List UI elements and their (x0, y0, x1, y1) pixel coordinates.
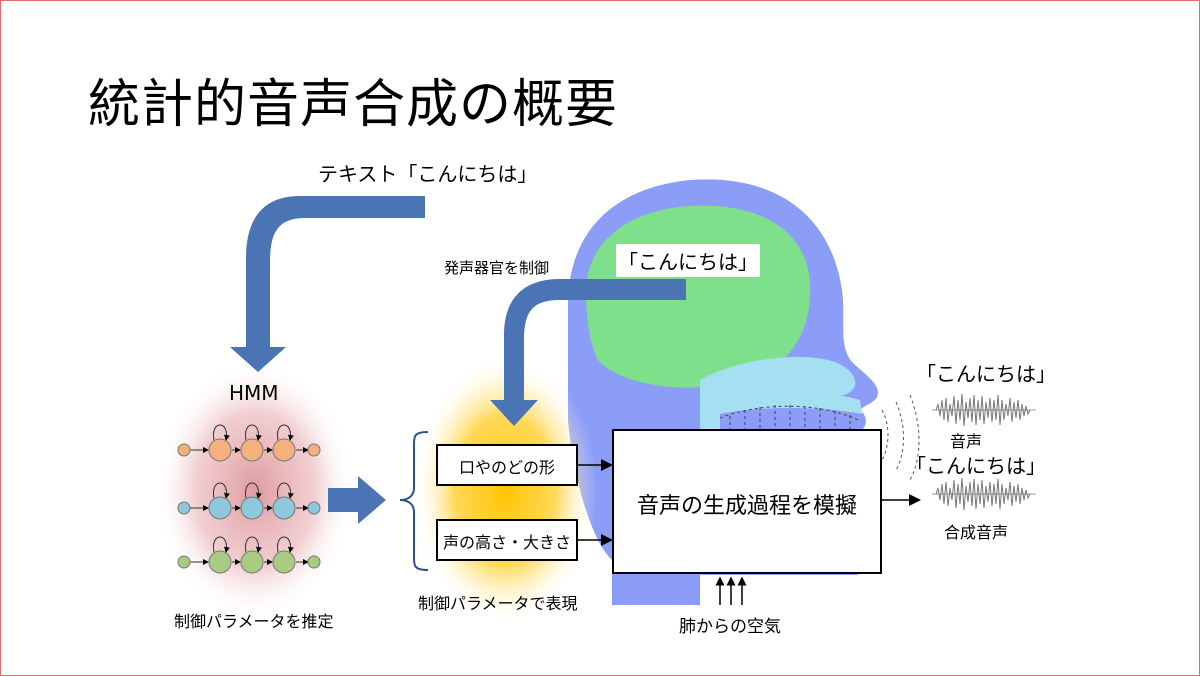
hmm-nodes (177, 438, 321, 574)
process-box (612, 429, 882, 574)
param-caption: 制御パラメータで表現 (418, 594, 578, 613)
param-bracket (399, 431, 429, 571)
speech-text-label: 「こんにちは」 (916, 362, 1056, 386)
slide-title: 統計的音声合成の概要 (88, 75, 619, 135)
hmm-node (272, 496, 296, 520)
hmm-glow (155, 360, 355, 620)
param-mouth-label: 口やのどの形 (458, 458, 555, 477)
speech-label: 音声 (950, 432, 983, 451)
hmm-label: HMM (229, 381, 279, 405)
air-arrows (715, 576, 747, 605)
hmm-node (208, 550, 232, 574)
param-voice-label: 声の高さ・大きさ (442, 533, 571, 552)
param-voice-box (436, 519, 578, 561)
hmm-caption: 制御パラメータを推定 (174, 612, 334, 631)
text-input-label: テキスト「こんにちは」 (318, 162, 538, 186)
hmm-node (208, 438, 232, 462)
hmm-node (177, 443, 191, 457)
hmm-node (177, 501, 191, 515)
sound-wave-arcs (881, 394, 920, 481)
organ-control-label: 発声器官を制御 (444, 259, 550, 277)
hmm-node (177, 555, 191, 569)
hmm-to-params-arrow (328, 476, 386, 524)
process-box-label: 音声の生成過程を模擬 (636, 494, 857, 519)
speech-waveform (932, 393, 1036, 427)
hmm-node (208, 496, 232, 520)
hmm-node (307, 501, 321, 515)
hmm-node (272, 438, 296, 462)
brain-text-label: 「こんにちは」 (616, 244, 760, 277)
hmm-node (307, 443, 321, 457)
brain-to-params-arrow (490, 279, 686, 426)
hmm-node (272, 550, 296, 574)
param-mouth-box (436, 444, 578, 486)
hmm-node (240, 496, 264, 520)
synth-label: 合成音声 (944, 523, 1009, 542)
hmm-node (307, 555, 321, 569)
hmm-node (240, 438, 264, 462)
synth-waveform (932, 477, 1036, 511)
hmm-network (190, 424, 309, 565)
synth-text-label: 「こんにちは」 (906, 454, 1046, 478)
text-to-hmm-arrow (230, 196, 425, 372)
air-caption: 肺からの空気 (679, 617, 781, 637)
tongue-dashes (719, 405, 859, 421)
hmm-node (240, 550, 264, 574)
